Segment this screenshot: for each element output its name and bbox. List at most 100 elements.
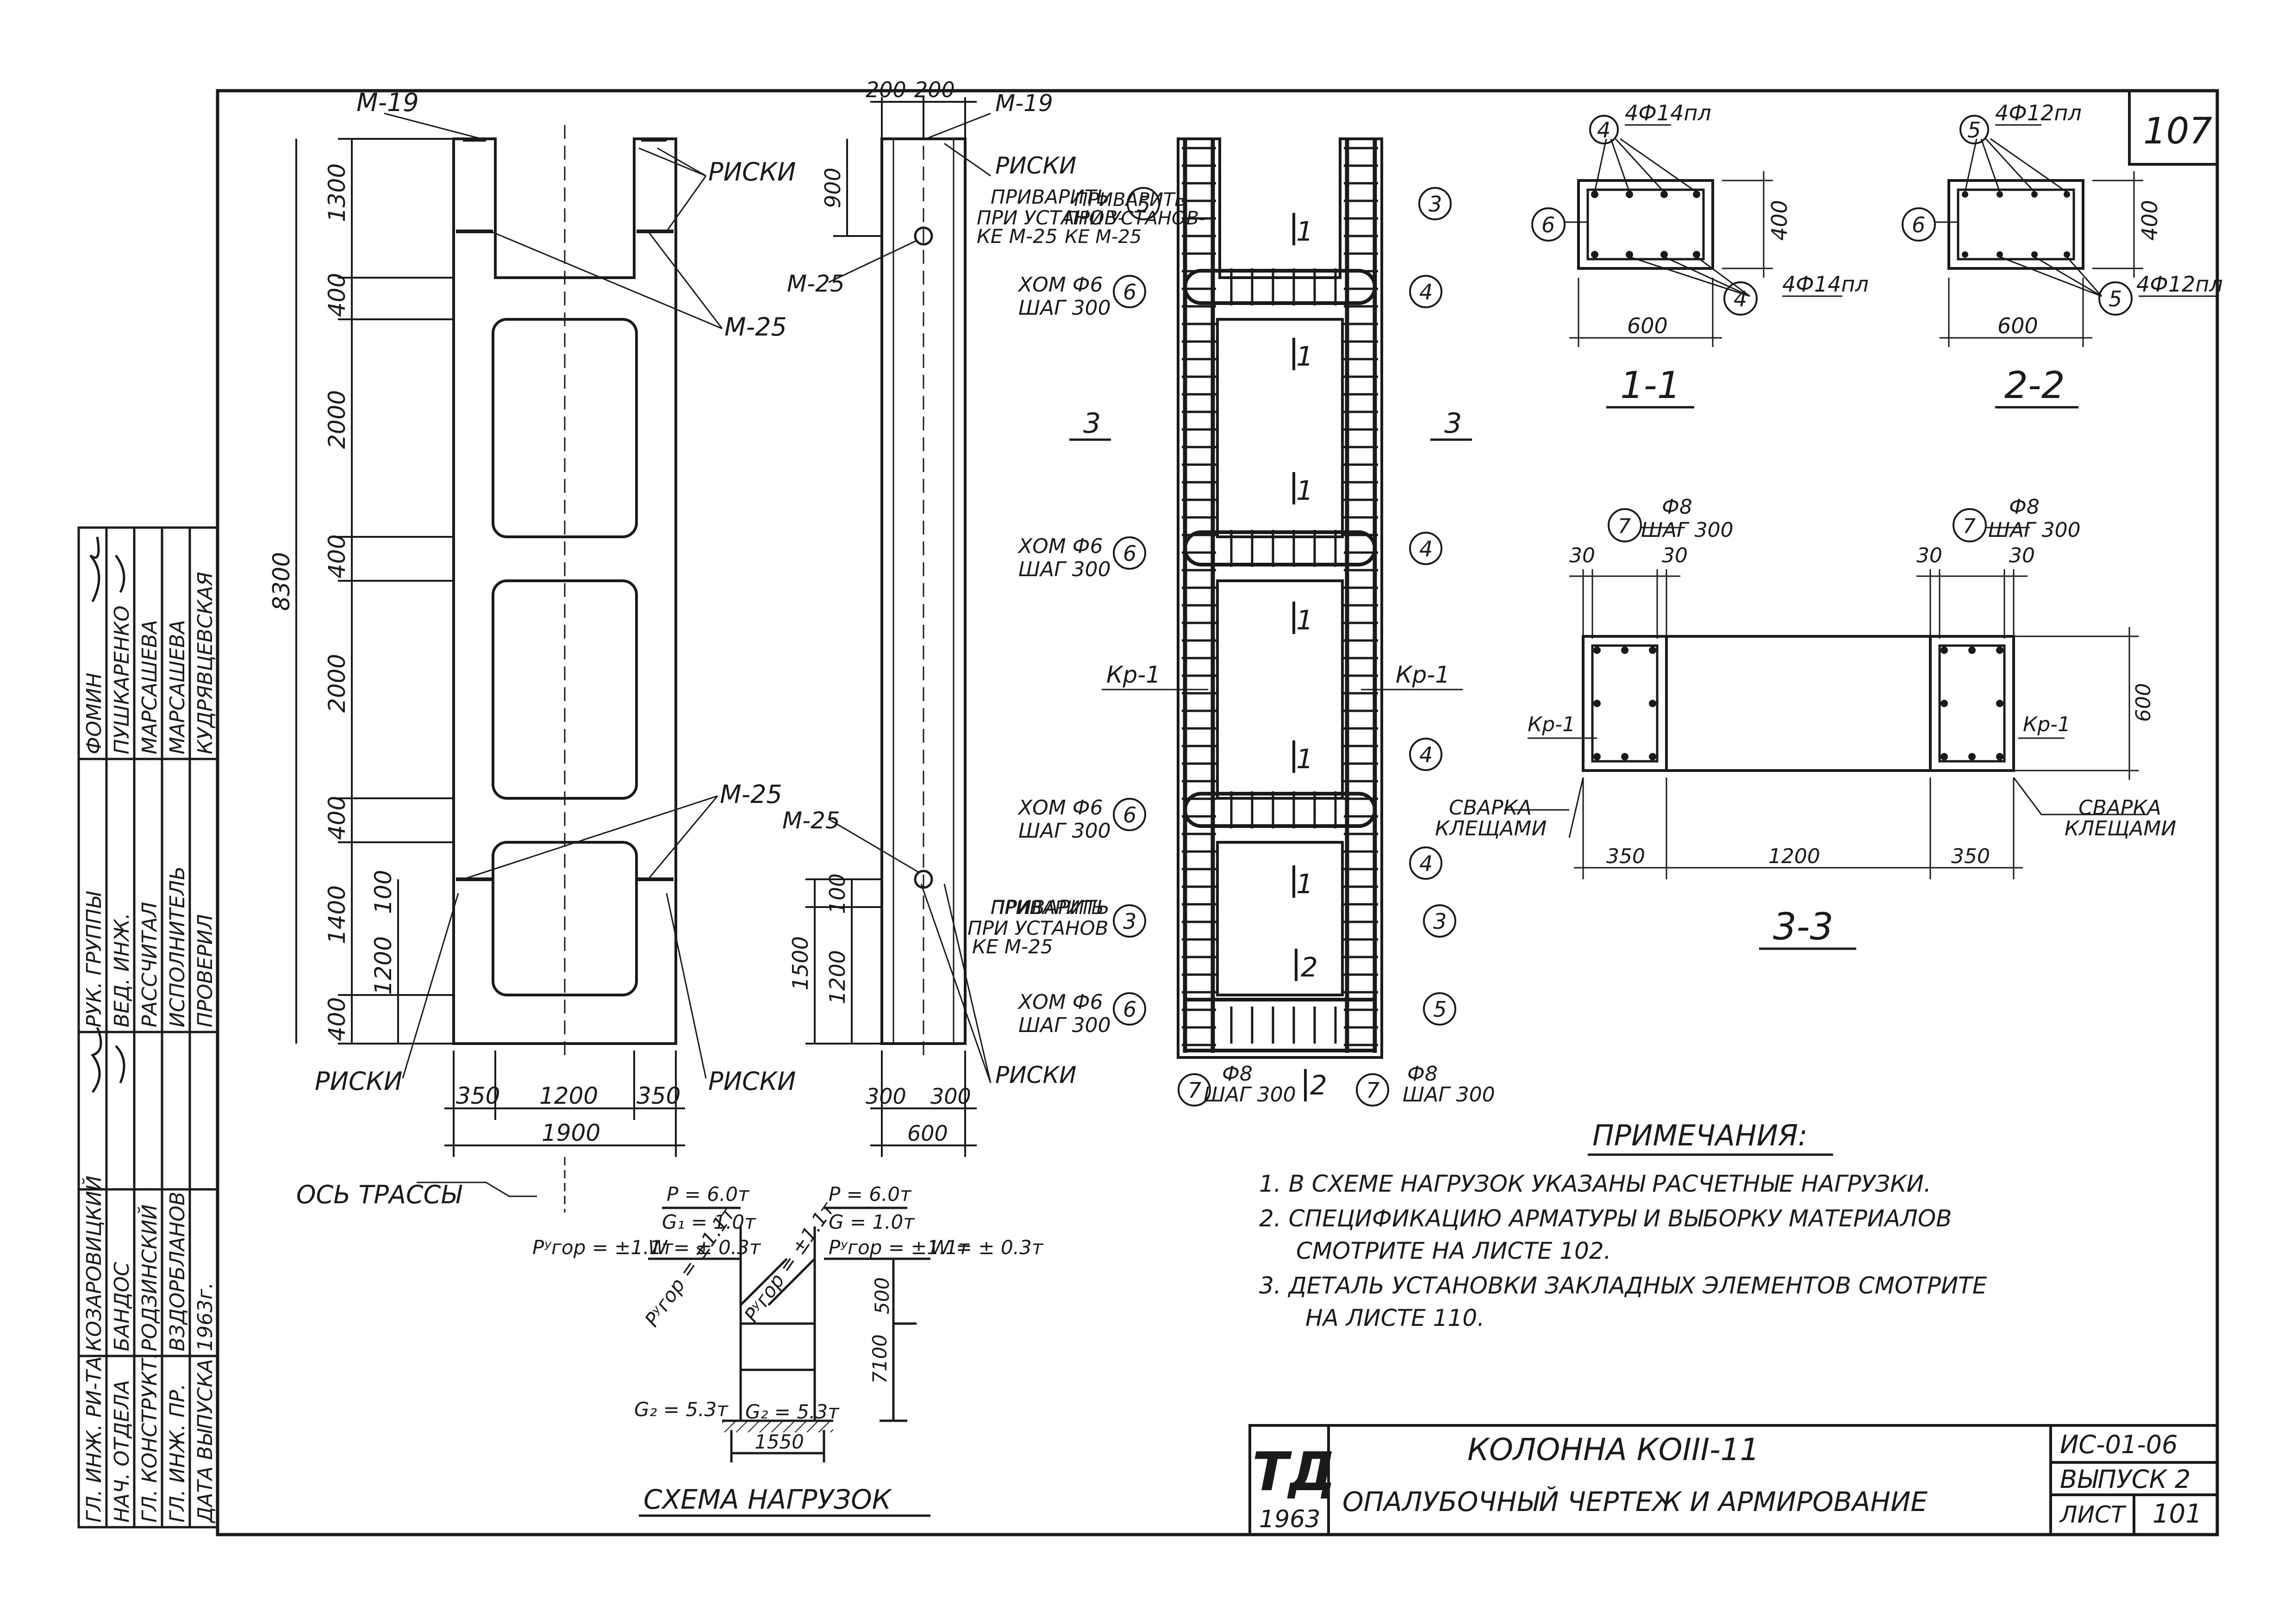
drawing-subtitle: ОПАЛУБОЧНЫЙ ЧЕРТЕЖ И АРМИРОВАНИЕ (1342, 1486, 1928, 1517)
marker-label: 5 (1967, 118, 1981, 143)
marker-label: 4 (1597, 118, 1610, 143)
stamp-name: КУДРЯВЦЕВСКАЯ (193, 572, 217, 755)
kr1-label: Кр-1 (1396, 661, 1450, 688)
dim-width: 1900 (542, 1119, 600, 1146)
stamp-name: ФОМИН (82, 673, 106, 754)
weld-note: СВАРКА (2078, 796, 2161, 820)
dim-label: 300 (866, 1084, 906, 1109)
section-mark: 1 (1296, 216, 1313, 247)
notes-title: ПРИМЕЧАНИЯ: (1592, 1119, 1808, 1152)
bar-label: Ф8 (1407, 1062, 1438, 1086)
dim-label: 30 (1569, 544, 1595, 567)
sheet-frame (216, 89, 2219, 1536)
section-title: 1-1 (1620, 364, 1681, 407)
stamp-role: ВЕД. ИНЖ. (110, 913, 134, 1027)
issue-label: ВЫПУСК 2 (2060, 1465, 2190, 1494)
kr1-label: Кр-1 (2023, 713, 2071, 736)
marker-circle (1113, 904, 1146, 938)
dim-label: 600 (1997, 313, 2038, 338)
stamp-role: РУК. ГРУППЫ (82, 891, 106, 1027)
riski-label: РИСКИ (708, 1067, 796, 1096)
reinforcement-view: 1 1 1 1 1 1 2 2 3 3 (991, 137, 1495, 1107)
marker-circle (1409, 275, 1442, 308)
stamp-role: ПРОВЕРИЛ (193, 914, 217, 1027)
stamp-role: ГЛ. КОНСТРУКТ. (138, 1352, 162, 1523)
riski-label: РИСКИ (315, 1067, 402, 1096)
section-title: 3-3 (1773, 905, 1834, 948)
weld-note: ПРИ УСТАНОВ- (1065, 208, 1205, 229)
marker-label: 6 (1912, 212, 1925, 237)
elevation-view: 1300 400 2000 400 2000 400 1400 400 8300… (268, 88, 796, 1213)
dim-label: 1500 (788, 936, 813, 990)
load-scheme-title: СХЕМА НАГРУЗОК (643, 1484, 892, 1515)
stamp-name: 1963г. (193, 1282, 217, 1351)
column-outline (452, 137, 677, 1045)
side-view: 200 200 900 1500 100 1200 300 300 600 М-… (782, 77, 1125, 1157)
logo: ТД (1252, 1441, 1336, 1503)
bar-spec: 4Ф12пл (1995, 100, 2082, 125)
section-cut-3: 3 (1083, 407, 1101, 440)
marker-circle (1178, 1073, 1211, 1107)
dim-label: 30 (1916, 544, 1942, 567)
clamp-label: ХОМ Ф6 (1017, 990, 1103, 1014)
bar-spec: ШАГ 300 (1988, 518, 2081, 542)
weld-note: ПРИ УСТАНОВ- (977, 206, 1125, 229)
bar-label: ШАГ 300 (1204, 1083, 1296, 1107)
dim-label: 1200 (539, 1082, 598, 1109)
sheet-label: ЛИСТ (2059, 1501, 2127, 1528)
dim-label: 200 (866, 77, 906, 102)
dim-label: 1300 (324, 163, 350, 222)
section-mark: 1 (1296, 604, 1313, 636)
marker-label: 5 (1433, 997, 1447, 1022)
note-item: 1. В СХЕМЕ НАГРУЗОК УКАЗАНЫ РАСЧЕТНЫЕ НА… (1259, 1170, 1931, 1197)
load-g: G₁ = 1.0т (662, 1211, 756, 1233)
dim-label: 400 (324, 273, 350, 317)
dim-label: 1200 (1768, 845, 1820, 868)
load-scheme: P = 6.0т G₁ = 1.0т P = 6.0т G = 1.0т Pʸг… (532, 1183, 1044, 1517)
load-phor: Pʸгор = ±1.1т (532, 1236, 674, 1259)
dim-label: 600 (2132, 683, 2155, 722)
dim-label: 350 (636, 1082, 680, 1109)
note-item: СМОТРИТЕ НА ЛИСТЕ 102. (1296, 1237, 1611, 1264)
note-item: НА ЛИСТЕ 110. (1305, 1305, 1485, 1331)
m25-hole (914, 226, 933, 246)
dim-label: 600 (907, 1121, 948, 1146)
marker-label: 3 (1429, 192, 1442, 217)
load-g2: G₂ = 5.3т (634, 1398, 729, 1421)
dim-label: 600 (1627, 313, 1668, 338)
stamp-name: РОДЗИНСКИЙ (137, 1204, 162, 1351)
m25-hole (914, 870, 933, 889)
stamp-roles: ГЛ. ИНЖ. РИ-ТА НАЧ. ОТДЕЛА ГЛ. КОНСТРУКТ… (82, 866, 217, 1524)
dim-label: 100 (370, 870, 397, 914)
section-mark: 1 (1296, 341, 1313, 372)
riski-label: РИСКИ (995, 1062, 1076, 1088)
load-p: P = 6.0т (829, 1183, 912, 1206)
dim-label: 30 (2009, 544, 2035, 567)
stamp-name: БАНДОС (110, 1262, 134, 1351)
dim-label: 2000 (324, 390, 350, 449)
marker-circle (1409, 846, 1442, 880)
load-phor: Pʸгор = ±1.1т (829, 1236, 970, 1259)
dim-label: 350 (456, 1082, 500, 1109)
marker-label: 6 (1123, 997, 1136, 1022)
kr1-label: Кр-1 (1106, 661, 1160, 688)
title-block: ТД 1963 КОЛОННА КОIII-11 ОПАЛУБОЧНЫЙ ЧЕР… (1248, 1424, 2219, 1536)
section-mark: 2 (1310, 1070, 1327, 1101)
marker-circle (1418, 187, 1452, 220)
marker-circle (1113, 798, 1146, 831)
section-mark: 1 (1296, 475, 1313, 506)
marker-label: 6 (1541, 212, 1555, 237)
weld-note: КЛЕЩАМИ (1435, 817, 1547, 840)
marker-label: 5 (2109, 286, 2122, 311)
marker-circle (1113, 992, 1146, 1026)
sheet-no: 101 (2152, 1499, 2202, 1529)
weld-note: КЕ М-25 (977, 225, 1058, 248)
notes: ПРИМЕЧАНИЯ: 1. В СХЕМЕ НАГРУЗОК УКАЗАНЫ … (1259, 1119, 1987, 1331)
clamp-label: ХОМ Ф6 (1017, 535, 1103, 558)
signatures (89, 536, 125, 1093)
note-item: 2. СПЕЦИФИКАЦИЮ АРМАТУРЫ И ВЫБОРКУ МАТЕР… (1259, 1205, 1952, 1232)
dim-label: 400 (324, 796, 350, 840)
dim-label: 7100 (868, 1334, 891, 1384)
clamp-label: ШАГ 300 (1018, 296, 1111, 320)
load-w: W = ± 0.3т (930, 1236, 1044, 1259)
